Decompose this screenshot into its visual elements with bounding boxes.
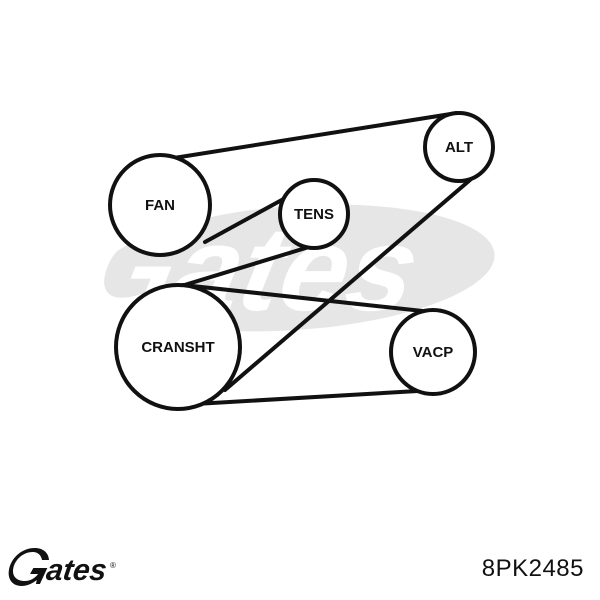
part-number: 8PK2485 bbox=[481, 555, 584, 582]
pulley-alt: ALT bbox=[423, 111, 495, 183]
pulley-tens: TENS bbox=[278, 178, 350, 250]
belt-tens-cranshaft bbox=[176, 241, 324, 289]
gates-logo: ates ® bbox=[8, 548, 116, 587]
pulley-fan: FAN bbox=[108, 153, 212, 257]
belt-fan-alt bbox=[153, 111, 459, 163]
pulley-alt-label: ALT bbox=[445, 139, 473, 156]
svg-text:ates: ates bbox=[44, 554, 109, 587]
svg-text:®: ® bbox=[110, 561, 116, 570]
pulley-vacp-label: VACP bbox=[413, 344, 454, 361]
pulley-cranshaft-label: CRANSHT bbox=[141, 339, 214, 356]
belt-cranshaft-vacp bbox=[181, 283, 434, 314]
belt-alt-cranshaft bbox=[223, 178, 472, 392]
belt-vacp-cranshaft bbox=[176, 388, 437, 407]
pulley-vacp: VACP bbox=[389, 308, 477, 396]
pulley-cranshaft: CRANSHT bbox=[114, 283, 242, 411]
pulley-tens-label: TENS bbox=[294, 206, 334, 223]
belt bbox=[153, 111, 472, 407]
pulley-fan-label: FAN bbox=[145, 197, 175, 214]
